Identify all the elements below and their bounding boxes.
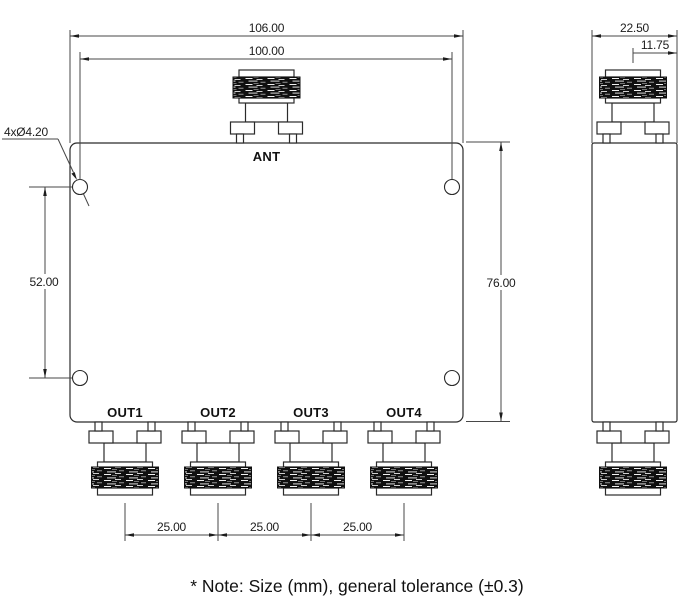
side-top-connector — [596, 69, 670, 144]
dim-hole-spacing-x: 100.00 — [79, 44, 453, 180]
dim-overall-depth: 22.50 — [591, 21, 678, 143]
dim-text-overall-depth: 22.50 — [620, 21, 650, 35]
out3-port-label: OUT3 — [293, 405, 329, 420]
dim-text-hole-spacing-x: 100.00 — [249, 44, 285, 58]
dim-text-pitch-2: 25.00 — [250, 520, 280, 534]
side-view — [591, 69, 678, 496]
hole-callout-leader: 4xØ4.20 — [2, 125, 90, 207]
dim-text-hole-spacing-y: 52.00 — [29, 275, 59, 289]
dim-connector-offset: 11.75 — [632, 38, 677, 63]
front-view: ANT OUT1 OUT2 OUT3 OUT4 — [69, 69, 464, 496]
out2-connector — [181, 421, 255, 496]
out4-connector — [367, 421, 441, 496]
side-bottom-connector — [596, 421, 670, 496]
hole-callout-text: 4xØ4.20 — [4, 125, 48, 139]
out3-connector — [274, 421, 348, 496]
ant-port-label: ANT — [253, 149, 281, 164]
side-body — [591, 142, 678, 423]
ant-connector — [229, 69, 304, 144]
dim-text-pitch-3: 25.00 — [343, 520, 373, 534]
out2-port-label: OUT2 — [200, 405, 236, 420]
dim-out-port-pitch: 25.00 25.00 25.00 — [124, 503, 405, 541]
tolerance-note: * Note: Size (mm), general tolerance (±0… — [190, 576, 523, 596]
mount-hole-bottom-right — [443, 369, 461, 387]
mount-hole-bottom-left — [71, 369, 89, 387]
dim-text-pitch-1: 25.00 — [157, 520, 187, 534]
dim-overall-height: 76.00 — [466, 141, 520, 422]
dim-hole-spacing-y: 52.00 — [26, 186, 72, 379]
dim-text-overall-height: 76.00 — [486, 276, 516, 290]
dim-text-overall-width: 106.00 — [249, 21, 285, 35]
mount-hole-top-right — [443, 178, 461, 196]
dim-overall-width: 106.00 — [69, 21, 464, 143]
dim-text-connector-offset: 11.75 — [641, 38, 670, 52]
out4-port-label: OUT4 — [386, 405, 422, 420]
out1-port-label: OUT1 — [107, 405, 143, 420]
out1-connector — [88, 421, 162, 496]
front-body — [69, 142, 464, 423]
